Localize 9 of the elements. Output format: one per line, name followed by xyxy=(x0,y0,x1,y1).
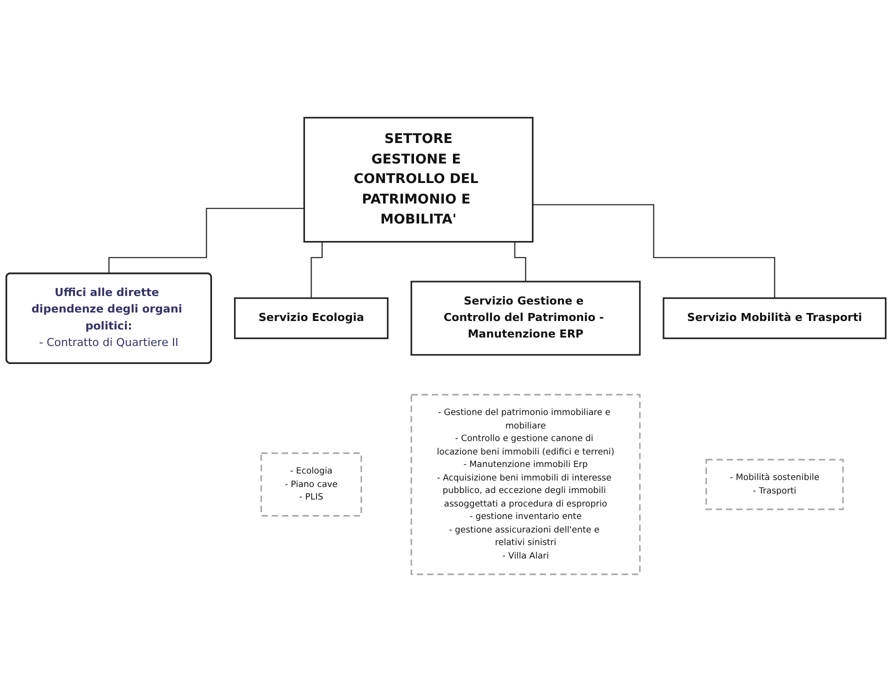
connector xyxy=(108,208,304,274)
node-box: Servizio Mobilità e Trasporti xyxy=(662,297,886,340)
node-box: - Gestione del patrimonio immobiliare e mobiliare - Controllo e gestione canone di locazione beni immobili (edifici e terreni) - Manutenzione immobili Erp - Acquisizione beni immobili di interesse pubblico, ad eccezione degli immobili assoggettati a procedura di esproprio - gestione inventario ente - gestione assicurazioni dell'ente e relativi sinistri - Villa Alari xyxy=(410,394,641,576)
node-box: Servizio Gestione e Controllo del Patrimonio - Manutenzione ERP xyxy=(410,280,641,356)
node-box: Servizio Ecologia xyxy=(234,297,388,340)
node-box: - Ecologia - Piano cave - PLIS xyxy=(260,452,362,517)
node-box: - Mobilità sostenibile - Trasporti xyxy=(705,458,844,510)
connector xyxy=(532,204,776,299)
node-box: SETTORE GESTIONE E CONTROLLO DEL PATRIMONIO E MOBILITA' xyxy=(303,116,534,243)
